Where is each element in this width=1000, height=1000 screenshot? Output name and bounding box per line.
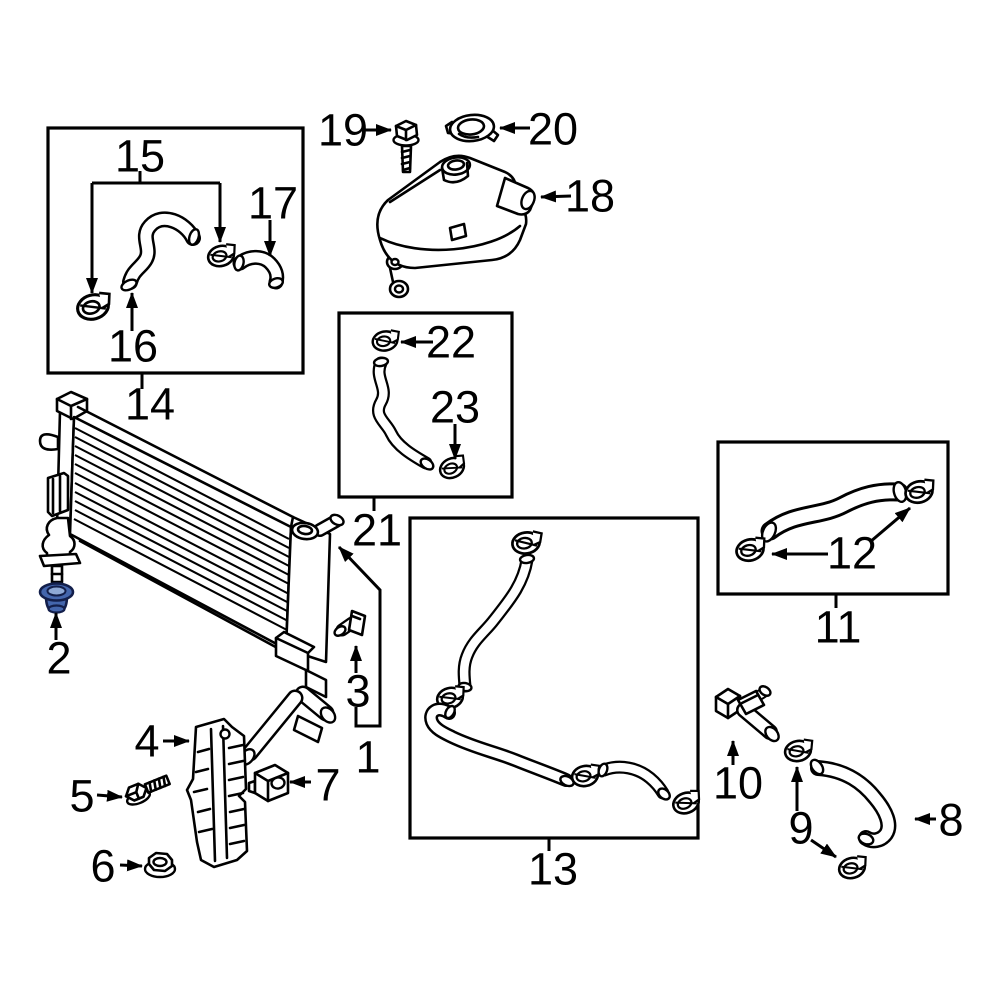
leader-arrow-5 bbox=[96, 789, 123, 802]
hose-clamp-9 bbox=[835, 852, 872, 883]
part-label-15[interactable]: 15 bbox=[115, 131, 165, 182]
reservoir-bolt-19 bbox=[392, 119, 420, 174]
part-label-10[interactable]: 10 bbox=[713, 758, 763, 809]
leader-arrow-12b bbox=[869, 506, 911, 544]
radiator-right-tank bbox=[284, 515, 332, 664]
lower-hose-group bbox=[424, 528, 706, 819]
part-label-19[interactable]: 19 bbox=[318, 105, 368, 156]
shield-group bbox=[124, 717, 290, 879]
shield-bolt-5 bbox=[124, 774, 171, 806]
part-label-4[interactable]: 4 bbox=[134, 716, 159, 767]
hose-clamp-drawing bbox=[568, 761, 605, 790]
part-label-6[interactable]: 6 bbox=[90, 841, 115, 892]
group-box-21 bbox=[337, 311, 514, 499]
part-label-1[interactable]: 1 bbox=[355, 732, 380, 783]
reservoir-hose-group bbox=[369, 327, 472, 484]
part-label-13[interactable]: 13 bbox=[528, 844, 578, 895]
part-label-18[interactable]: 18 bbox=[565, 171, 615, 222]
radiator-plug-3 bbox=[333, 609, 367, 637]
hose-clamp-12 bbox=[732, 534, 771, 566]
hose-clamp-drawing bbox=[509, 528, 546, 557]
leader-arrow-18 bbox=[540, 190, 572, 203]
part-label-16[interactable]: 16 bbox=[108, 321, 158, 372]
part-label-17[interactable]: 17 bbox=[248, 178, 298, 229]
hose-clamp-12 bbox=[901, 476, 940, 508]
hose-clamp-22 bbox=[369, 327, 403, 354]
heater-hose-group bbox=[732, 476, 940, 566]
radiator-drawing bbox=[38, 390, 345, 767]
part-label-9[interactable]: 9 bbox=[788, 803, 813, 854]
part-labels: 1 2 3 4 5 6 7 8 9 10 11 12 13 14 15 16 1… bbox=[46, 104, 963, 895]
shield-nut-6 bbox=[143, 851, 177, 879]
reservoir-cap-20 bbox=[444, 113, 500, 143]
part-label-14[interactable]: 14 bbox=[125, 379, 175, 430]
part-label-5[interactable]: 5 bbox=[69, 771, 94, 822]
bypass-group bbox=[714, 685, 897, 883]
group-boxes bbox=[46, 126, 950, 840]
part-label-20[interactable]: 20 bbox=[528, 104, 578, 155]
part-label-23[interactable]: 23 bbox=[430, 382, 480, 433]
radiator-drain-fitting bbox=[41, 516, 76, 562]
group-box-14 bbox=[46, 126, 305, 375]
group-box-11 bbox=[716, 440, 950, 596]
retainer-clip-7 bbox=[247, 763, 290, 803]
part-label-8[interactable]: 8 bbox=[938, 795, 963, 846]
leader-arrow-9b bbox=[810, 838, 837, 859]
part-label-7[interactable]: 7 bbox=[315, 760, 340, 811]
leader-lines bbox=[50, 122, 936, 872]
upper-hose-group-drawing bbox=[73, 211, 285, 325]
coolant-reservoir-18 bbox=[376, 154, 536, 299]
part-label-2[interactable]: 2 bbox=[46, 633, 71, 684]
part-label-3[interactable]: 3 bbox=[345, 666, 370, 717]
drain-plug-highlighted[interactable] bbox=[38, 582, 75, 614]
leader-arrow-6 bbox=[119, 859, 143, 872]
part-label-22[interactable]: 22 bbox=[426, 317, 476, 368]
part-label-11[interactable]: 11 bbox=[815, 602, 862, 653]
part-label-12[interactable]: 12 bbox=[827, 528, 877, 579]
hose-clamp-9 bbox=[781, 736, 818, 765]
group-box-13 bbox=[408, 516, 700, 840]
hose-clamp-drawing bbox=[73, 288, 117, 325]
hose-clamp-23 bbox=[435, 451, 472, 484]
leader-arrow-1 bbox=[337, 545, 382, 728]
part-label-21[interactable]: 21 bbox=[352, 505, 402, 556]
leader-15-bracket bbox=[92, 171, 220, 185]
